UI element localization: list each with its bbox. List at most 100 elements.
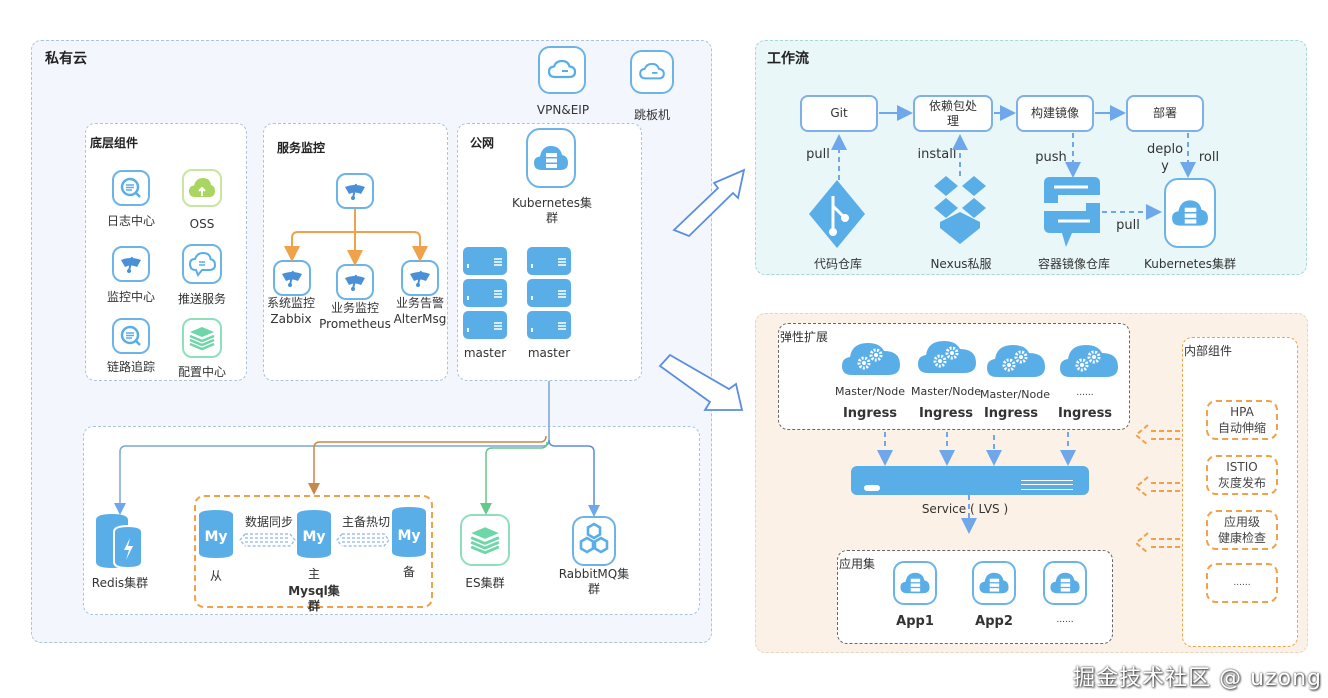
app2-icon-box[interactable]: [972, 561, 1016, 605]
cloud-server-icon: [979, 572, 1009, 594]
svg-text:My: My: [397, 528, 420, 544]
redis-icon[interactable]: [96, 514, 144, 574]
rabbitmq-icon-box[interactable]: [572, 516, 616, 566]
master-server-stack-1[interactable]: [463, 247, 507, 343]
mysql-cluster-label-1: Mysql集: [288, 584, 340, 598]
monitor-icon: [282, 270, 302, 287]
git-repo-icon[interactable]: [809, 180, 865, 252]
workflow-step-deps[interactable]: 依赖包处理: [913, 95, 993, 132]
mysql-database-icon: My: [297, 510, 331, 558]
vpn-eip-label: VPN&EIP: [536, 103, 590, 117]
workflow-step-build-label: 构建镜像: [1030, 106, 1079, 120]
log-center-icon-box[interactable]: [112, 170, 150, 206]
workflow-step-git-label: Git: [830, 106, 848, 120]
edge-label-deploy-2: y: [1161, 159, 1169, 174]
workflow-k8s-icon-box[interactable]: [1164, 178, 1216, 248]
app-more-label: ......: [1056, 615, 1074, 625]
svg-text:My: My: [204, 529, 227, 545]
tracing-icon-box[interactable]: [112, 318, 150, 354]
nexus-icon[interactable]: [932, 176, 988, 250]
monitor-icon: [410, 270, 430, 287]
config-center-label: 配置中心: [177, 365, 226, 379]
monitor-center-icon-box[interactable]: [112, 246, 150, 282]
lvs-led-indicator: [864, 485, 880, 491]
mysql-sync-label: 数据同步: [244, 515, 293, 529]
monitor-icon: [345, 274, 365, 291]
container-registry-icon[interactable]: [1044, 177, 1102, 253]
hpa-label-1: HPA: [1230, 405, 1254, 419]
workflow-step-git[interactable]: Git: [800, 95, 878, 132]
edge-label-pull: pull: [806, 147, 830, 162]
lvs-vent-lines: [1021, 480, 1073, 490]
node-name-2: Master/Node: [911, 385, 981, 398]
mysql-slave-label: 从: [209, 569, 222, 583]
search-chat-icon: [120, 177, 141, 198]
altermsg-icon-box[interactable]: [401, 260, 439, 296]
log-center-label: 日志中心: [106, 214, 155, 228]
node-cloud-2[interactable]: [916, 335, 978, 379]
cloud-icon: [639, 62, 665, 80]
config-center-icon-box[interactable]: [182, 318, 222, 358]
es-icon-box[interactable]: [460, 514, 510, 566]
cloud-message-icon: [188, 251, 216, 277]
jump-host-icon-box[interactable]: [630, 50, 674, 94]
lvs-service-bar[interactable]: [851, 466, 1089, 495]
zabbix-label-2: Zabbix: [270, 312, 312, 326]
monitor-root-icon-box[interactable]: [336, 173, 374, 209]
service-monitoring-title: 服务监控: [277, 141, 326, 155]
search-chat-icon: [120, 325, 141, 346]
registry-icon: [1044, 177, 1100, 247]
node-cloud-1[interactable]: [840, 337, 902, 381]
server-rack-icon: [463, 247, 507, 339]
node-cloud-4[interactable]: [1058, 339, 1120, 383]
health-check-box[interactable]: 应用级健康检查: [1206, 510, 1278, 550]
lvs-service-label: Service ( LVS ): [921, 502, 1009, 516]
prometheus-label-2: Prometheus: [319, 317, 391, 331]
rabbitmq-label-2: 群: [587, 582, 600, 596]
cloud-server-icon: [1172, 200, 1208, 226]
dropbox-box-icon: [934, 176, 986, 244]
node-name-4: ......: [1076, 388, 1094, 398]
workflow-step-build[interactable]: 构建镜像: [1016, 95, 1094, 132]
workflow-step-deploy-label: 部署: [1152, 106, 1177, 120]
master-label-1: master: [463, 346, 507, 360]
git-icon: [809, 180, 865, 248]
k8s-cluster-icon-box[interactable]: [526, 128, 576, 188]
mysql-master-icon[interactable]: My: [297, 510, 331, 562]
edge-label-roll: roll: [1198, 150, 1220, 165]
workflow-step-deploy[interactable]: 部署: [1126, 95, 1204, 132]
push-service-icon-box[interactable]: [182, 244, 222, 284]
edge-label-deploy-1: deplo: [1146, 142, 1184, 157]
node-cloud-3[interactable]: [985, 339, 1047, 383]
altermsg-label-2: AlterMsg: [393, 312, 447, 326]
hexagons-icon: [579, 522, 609, 554]
workflow-step-deps-label-1: 依赖包处: [928, 98, 977, 113]
master-server-stack-2[interactable]: [527, 247, 571, 343]
edge-label-pull-2: pull: [1116, 218, 1140, 233]
base-components-panel: [85, 123, 247, 381]
cloud-gear-icon: [987, 345, 1045, 377]
nexus-label: Nexus私服: [930, 257, 992, 271]
base-components-title: 底层组件: [90, 136, 139, 150]
master-label-2: master: [527, 346, 571, 360]
app-more-icon-box[interactable]: [1043, 561, 1087, 605]
prometheus-icon-box[interactable]: [336, 264, 374, 300]
public-net-title: 公网: [470, 136, 495, 150]
hpa-box[interactable]: HPA 自动伸缩: [1206, 400, 1278, 440]
zabbix-icon-box[interactable]: [273, 260, 311, 296]
oss-icon-box[interactable]: [182, 169, 222, 207]
mysql-database-icon: My: [199, 510, 233, 558]
internal-more-box[interactable]: ......: [1206, 563, 1278, 603]
vpn-eip-icon-box[interactable]: [538, 46, 586, 94]
cloud-server-icon: [534, 146, 568, 170]
cloud-server-icon: [1050, 572, 1080, 594]
hpa-label-2: 自动伸缩: [1217, 421, 1266, 435]
app1-label: App1: [896, 614, 934, 629]
svg-text:My: My: [302, 529, 325, 545]
app1-icon-box[interactable]: [893, 561, 937, 605]
mysql-slave-icon[interactable]: My: [199, 510, 233, 562]
mysql-backup-icon[interactable]: My: [392, 507, 426, 561]
mysql-cluster-label-2: 群: [307, 599, 320, 613]
mysql-backup-label: 备: [402, 565, 415, 579]
